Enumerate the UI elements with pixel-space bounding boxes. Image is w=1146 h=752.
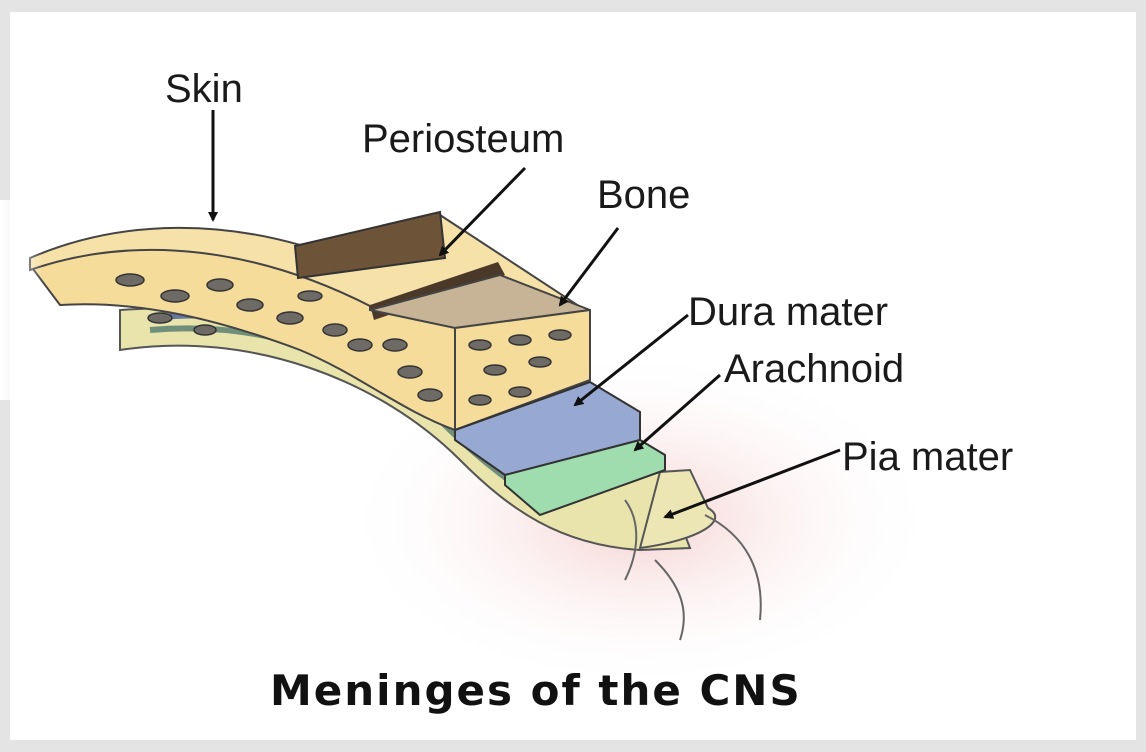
bone-label: Bone	[597, 173, 690, 217]
periosteum-label: Periosteum	[362, 117, 564, 161]
left-fade	[0, 200, 240, 400]
diagram-title: Meninges of the CNS	[270, 666, 802, 715]
pia-mater-label: Pia mater	[842, 435, 1013, 479]
arachnoid-label: Arachnoid	[724, 347, 904, 391]
skin-label: Skin	[165, 67, 243, 111]
dura-mater-label: Dura mater	[688, 290, 888, 334]
bone-arrow	[560, 228, 618, 305]
